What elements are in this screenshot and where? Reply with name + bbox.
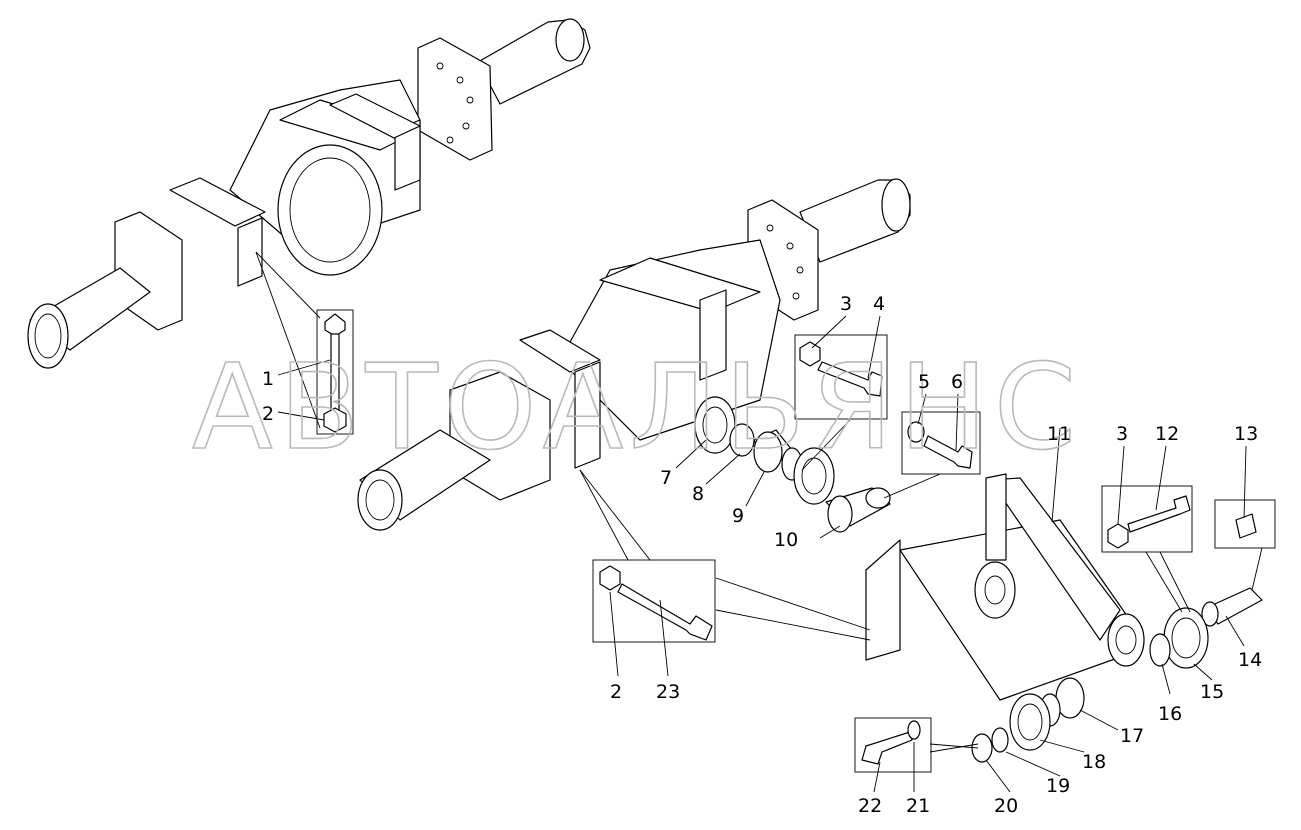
lower-axle-drawing — [357, 178, 911, 531]
callout-5: 5 — [918, 371, 930, 393]
callout-19: 19 — [1046, 775, 1070, 797]
callout-labels: 1 2 3 4 5 6 7 8 9 10 11 3 12 13 14 15 16… — [262, 293, 1262, 817]
nut-3-bolt-4-detail — [794, 334, 888, 420]
callout-17: 17 — [1120, 725, 1144, 747]
callout-6: 6 — [951, 371, 963, 393]
watermark-text: АВТОАЛЬЯНС — [192, 338, 1082, 476]
leader-lines — [277, 315, 1263, 793]
callout-18: 18 — [1082, 751, 1106, 773]
nut-2-bolt-23-detail — [592, 559, 716, 643]
callout-21: 21 — [906, 795, 930, 817]
callout-2: 2 — [610, 681, 622, 703]
fitting-13-detail — [1214, 499, 1276, 549]
callout-3: 3 — [840, 293, 852, 315]
callout-11: 11 — [1047, 423, 1071, 445]
callout-15: 15 — [1200, 681, 1224, 703]
pin-14-rings-15-16 — [1149, 587, 1263, 669]
bracket-11-drawing — [865, 473, 1145, 701]
callout-13: 13 — [1234, 423, 1258, 445]
callout-2: 2 — [262, 403, 274, 425]
upper-axle-drawing — [27, 18, 591, 369]
hub-parts-17-21 — [971, 677, 1085, 763]
nut-3-bolt-12-detail — [1101, 485, 1193, 553]
hub-parts-7-10 — [694, 396, 891, 533]
callout-3: 3 — [1116, 423, 1128, 445]
bolt-22-washer-21-detail — [854, 717, 932, 773]
callout-9: 9 — [732, 505, 744, 527]
callout-1: 1 — [262, 368, 274, 390]
washer-5-bolt-6-detail — [901, 411, 981, 475]
callout-20: 20 — [994, 795, 1018, 817]
callout-10: 10 — [774, 529, 798, 551]
bolt-1-nut-2-detail — [255, 251, 354, 435]
callout-14: 14 — [1238, 649, 1262, 671]
callout-7: 7 — [660, 467, 672, 489]
callout-16: 16 — [1158, 703, 1182, 725]
callout-22: 22 — [858, 795, 882, 817]
callout-23: 23 — [656, 681, 680, 703]
callout-8: 8 — [692, 483, 704, 505]
callout-12: 12 — [1155, 423, 1179, 445]
callout-4: 4 — [873, 293, 885, 315]
